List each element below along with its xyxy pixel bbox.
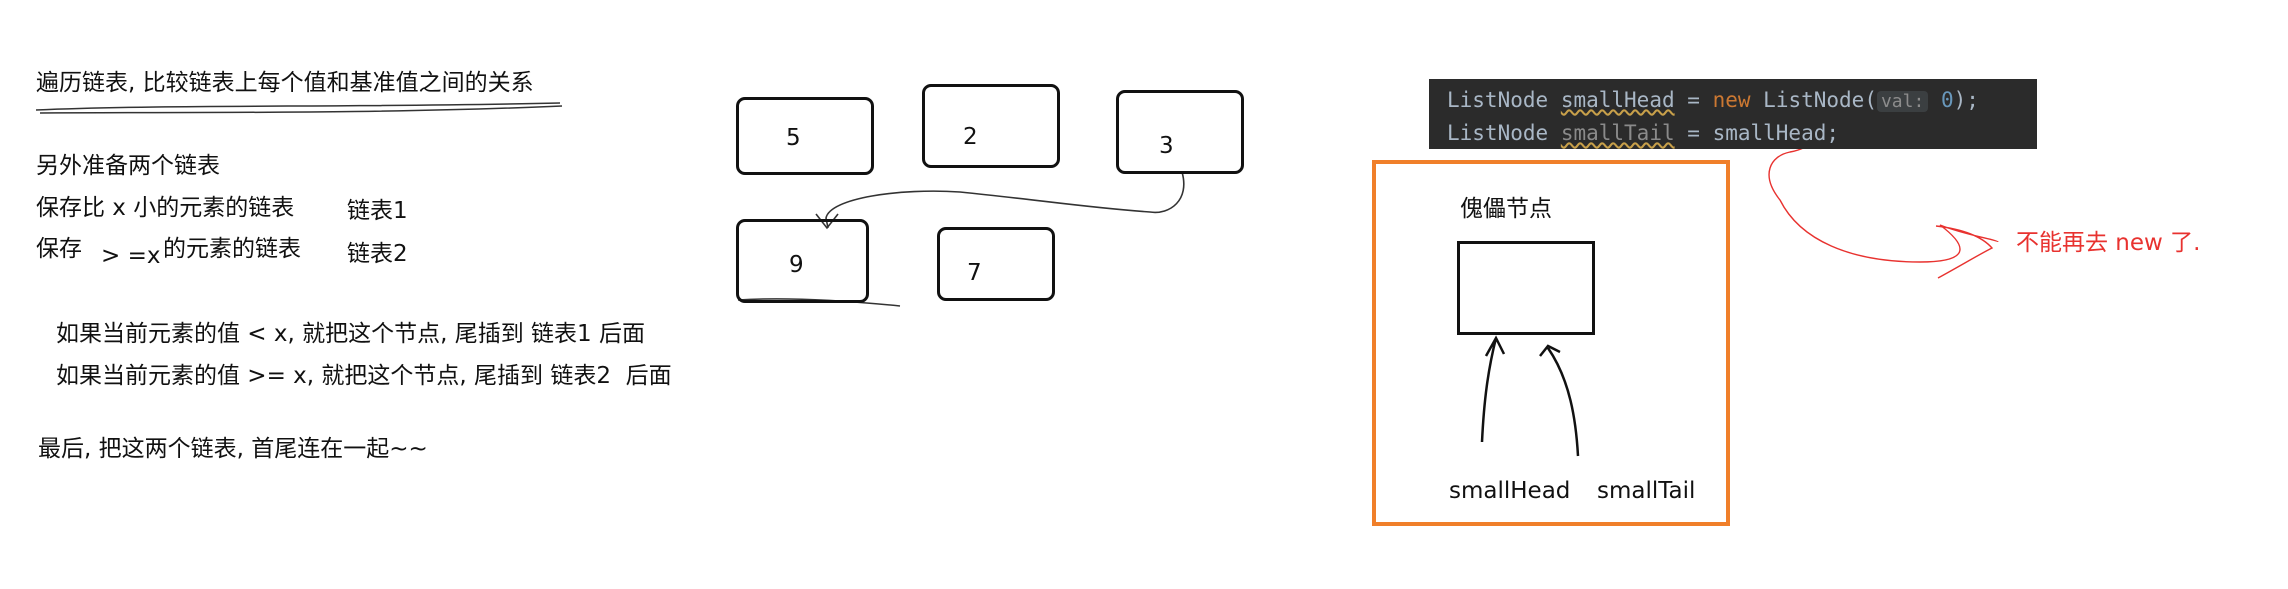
code-constructor: ListNode( xyxy=(1763,88,1877,112)
code-new-keyword: new xyxy=(1712,88,1751,112)
notes-rule-less: 如果当前元素的值 < x, 就把这个节点, 尾插到 链表1 后面 xyxy=(56,321,646,347)
dummy-node-title: 傀儡节点 xyxy=(1460,196,1552,222)
list-node-2: 2 xyxy=(922,84,1060,168)
code-line-1: ListNode smallHead = new ListNode(val: 0… xyxy=(1447,88,1979,112)
list-node-9: 9 xyxy=(736,219,869,303)
notes-line-elements: 的元素的链表 xyxy=(163,236,301,262)
notes-label-list2: 链表2 xyxy=(347,241,408,267)
node-value: 5 xyxy=(786,125,801,151)
code-snippet: ListNode smallHead = new ListNode(val: 0… xyxy=(1429,79,2037,149)
annotation-no-new: 不能再去 new 了. xyxy=(2016,230,2201,256)
node-link-arrow xyxy=(815,171,1185,230)
dummy-node-box xyxy=(1457,241,1595,335)
code-var-smallhead: smallHead xyxy=(1560,88,1675,112)
code-var-smalltail: smallTail xyxy=(1560,121,1675,145)
code-type: ListNode xyxy=(1447,88,1549,112)
code-param-hint: val: xyxy=(1876,91,1929,112)
notes-title: 遍历链表, 比较链表上每个值和基准值之间的关系 xyxy=(36,70,534,96)
notes-rule-greater-equal: 如果当前元素的值 >= x, 就把这个节点, 尾插到 链表2 后面 xyxy=(56,363,672,389)
notes-final: 最后, 把这两个链表, 首尾连在一起~~ xyxy=(38,436,428,462)
title-underline-stroke xyxy=(35,102,563,114)
head-pointer-arrow xyxy=(1480,335,1506,443)
notes-line-list1: 保存比 x 小的元素的链表 xyxy=(36,195,295,221)
code-assign: = xyxy=(1687,121,1700,145)
tail-pointer-arrow xyxy=(1539,344,1580,457)
label-smallhead: smallHead xyxy=(1449,478,1571,504)
node-value: 3 xyxy=(1159,133,1174,159)
list-node-3: 3 xyxy=(1116,90,1244,174)
notes-condition-gte: > =x xyxy=(101,243,161,269)
dummy-node-frame xyxy=(1372,160,1730,526)
code-arg-value: 0 xyxy=(1940,88,1954,112)
code-type: ListNode xyxy=(1447,121,1549,145)
node-value: 9 xyxy=(789,252,804,278)
node-value: 2 xyxy=(963,124,978,150)
node-value: 7 xyxy=(967,260,982,286)
code-terminator: ); xyxy=(1953,88,1979,112)
label-smalltail: smallTail xyxy=(1597,478,1696,504)
code-line-2: ListNode smallTail = smallHead; xyxy=(1447,121,1839,145)
notes-line-prepare: 另外准备两个链表 xyxy=(36,153,220,179)
code-rhs: smallHead; xyxy=(1712,121,1840,145)
code-assign: = xyxy=(1687,88,1700,112)
notes-line-keep: 保存 xyxy=(36,236,82,262)
notes-label-list1: 链表1 xyxy=(347,198,408,224)
list-node-5: 5 xyxy=(736,97,874,175)
list-node-7: 7 xyxy=(937,227,1055,301)
